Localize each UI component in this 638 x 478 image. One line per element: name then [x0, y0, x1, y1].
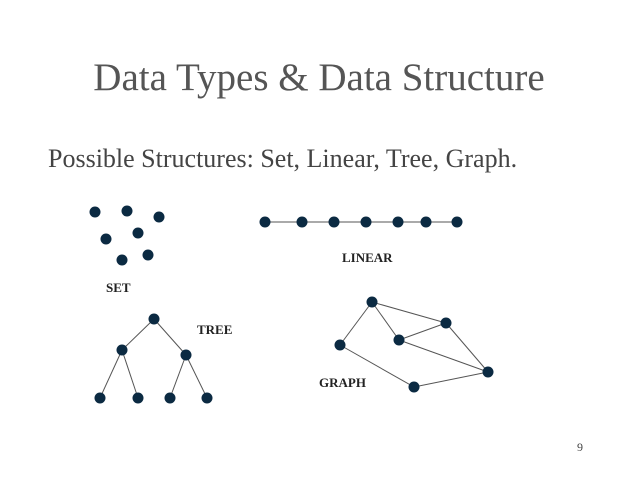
graph-node	[393, 334, 405, 346]
graph-edge	[413, 371, 489, 388]
linear-node	[328, 216, 340, 228]
tree-node	[201, 392, 213, 404]
set-node	[153, 211, 165, 223]
graph-edge	[445, 322, 489, 373]
tree-edge	[121, 349, 139, 399]
graph-node	[366, 296, 378, 308]
set-node	[132, 227, 144, 239]
set-node	[121, 205, 133, 217]
linear-node	[451, 216, 463, 228]
tree-node	[132, 392, 144, 404]
slide-title: Data Types & Data Structure	[93, 56, 545, 99]
graph-label: GRAPH	[319, 375, 366, 390]
graph-node	[334, 339, 346, 351]
graph-edge	[371, 301, 447, 324]
set-label: SET	[106, 280, 131, 295]
set-node	[142, 249, 154, 261]
tree-edge	[99, 349, 123, 399]
tree-node	[148, 313, 160, 325]
tree-node	[116, 344, 128, 356]
graph-edge	[398, 322, 447, 341]
graph-diagram: GRAPH	[319, 296, 494, 393]
graph-edge	[371, 301, 400, 341]
set-node	[100, 233, 112, 245]
graph-edge	[339, 301, 373, 346]
set-node	[116, 254, 128, 266]
tree-edge	[185, 354, 208, 399]
graph-edge	[339, 344, 415, 388]
tree-edge	[153, 318, 187, 356]
linear-node	[420, 216, 432, 228]
tree-label: TREE	[197, 322, 232, 337]
graph-node	[440, 317, 452, 329]
graph-node	[408, 381, 420, 393]
linear-node	[296, 216, 308, 228]
tree-edge	[169, 354, 187, 399]
tree-node	[94, 392, 106, 404]
set-node	[89, 206, 101, 218]
set-diagram: SET	[89, 205, 165, 295]
page-number: 9	[577, 440, 583, 454]
linear-node	[392, 216, 404, 228]
graph-edge	[398, 339, 489, 373]
tree-node	[180, 349, 192, 361]
slide-subtitle: Possible Structures: Set, Linear, Tree, …	[48, 144, 518, 173]
graph-node	[482, 366, 494, 378]
linear-node	[360, 216, 372, 228]
linear-diagram: LINEAR	[259, 216, 463, 265]
tree-diagram: TREE	[94, 313, 232, 404]
tree-node	[164, 392, 176, 404]
linear-label: LINEAR	[342, 250, 393, 265]
linear-node	[259, 216, 271, 228]
tree-edge	[121, 318, 155, 351]
